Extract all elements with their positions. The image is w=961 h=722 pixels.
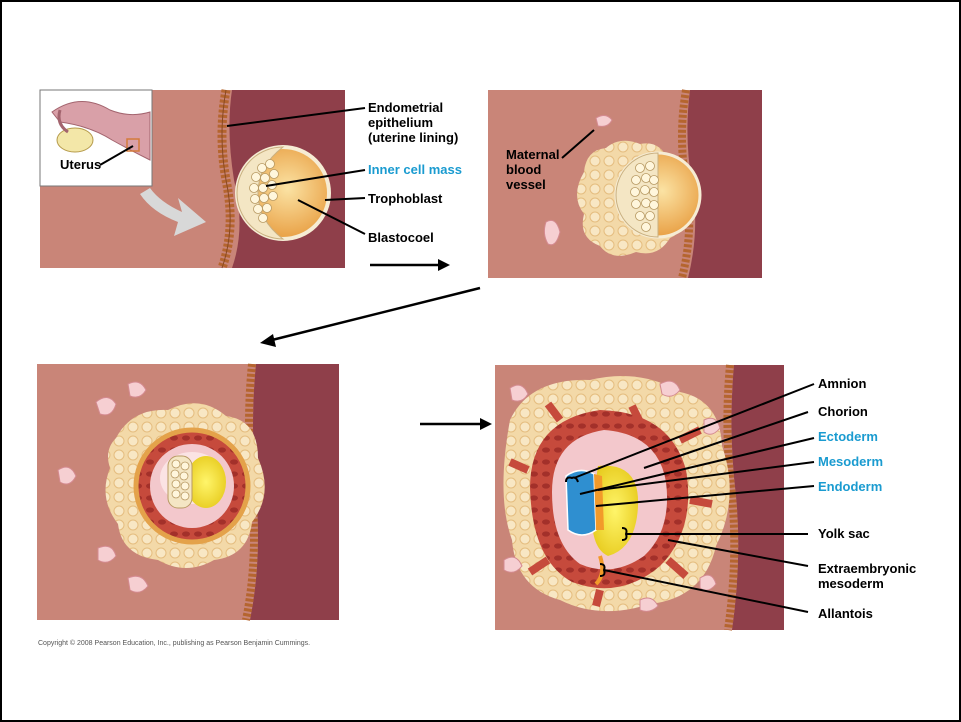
label-yolk-sac: Yolk sac [818, 526, 870, 541]
panel-1 [40, 90, 365, 268]
label-maternal-blood-vessel: Maternal blood vessel [506, 147, 559, 192]
label-endometrial-epithelium: Endometrial epithelium (uterine lining) [368, 100, 458, 145]
label-extraembryonic-mesoderm: Extraembryonic mesoderm [818, 561, 916, 591]
copyright-notice: Copyright © 2008 Pearson Education, Inc.… [38, 640, 310, 647]
panel-3 [37, 364, 339, 620]
ectoderm-shape [566, 470, 596, 535]
label-blastocoel: Blastocoel [368, 230, 434, 245]
label-allantois: Allantois [818, 606, 873, 621]
label-chorion: Chorion [818, 404, 868, 419]
label-amnion: Amnion [818, 376, 866, 391]
label-trophoblast: Trophoblast [368, 191, 442, 206]
arrow-1 [370, 259, 450, 271]
label-mesoderm: Mesoderm [818, 454, 883, 469]
label-uterus: Uterus [60, 157, 101, 172]
arrow-2 [260, 288, 480, 347]
panel-4 [495, 365, 814, 630]
blastocyst-1 [237, 147, 329, 239]
label-endoderm: Endoderm [818, 479, 882, 494]
arrow-3 [420, 418, 492, 430]
label-inner-cell-mass: Inner cell mass [368, 162, 462, 177]
label-ectoderm: Ectoderm [818, 429, 878, 444]
